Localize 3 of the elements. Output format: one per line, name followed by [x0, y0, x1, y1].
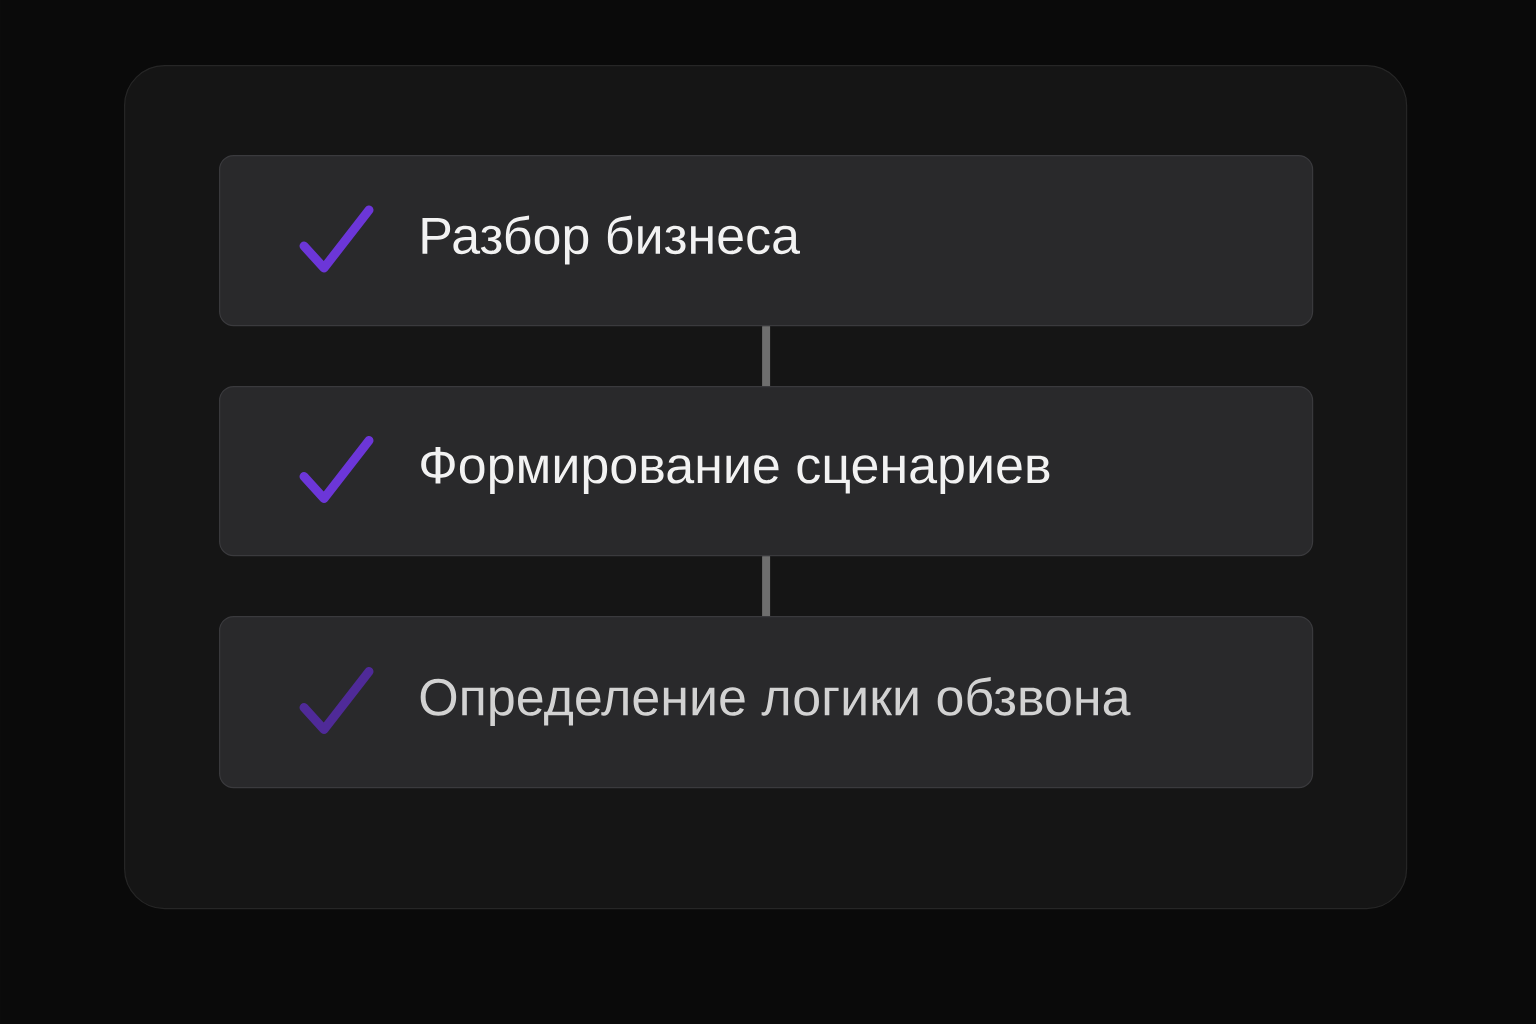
process-box: Определение логики обзвона — [219, 616, 1314, 789]
process-box: Разбор бизнеса — [219, 155, 1314, 327]
process-box: Формирование сценариев — [219, 386, 1314, 557]
